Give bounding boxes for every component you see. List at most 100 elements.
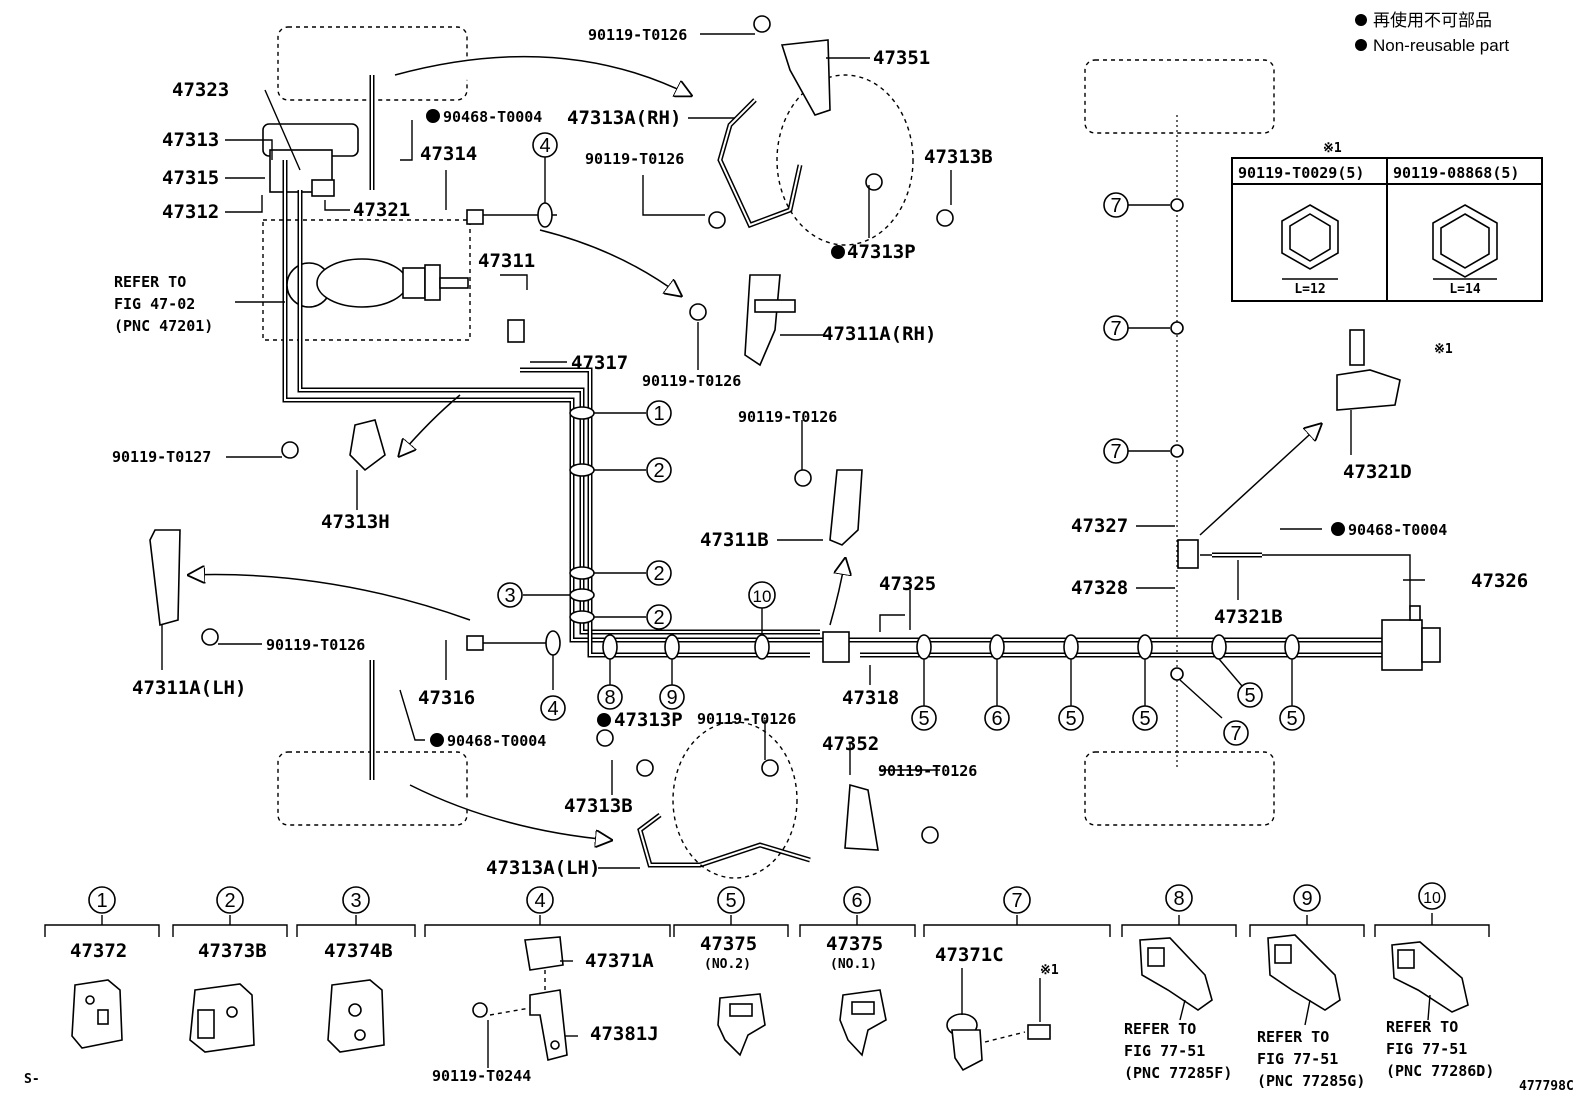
brackets (149, 39, 1401, 851)
clamp-9-ref2: FIG 77-51 (1257, 1050, 1338, 1068)
legend-jp: 再使用不可部品 (1373, 10, 1492, 30)
clamp-10-icon (1391, 941, 1469, 1021)
figure-code: 477798C (1519, 1079, 1574, 1094)
callout-7-b: 7 (1110, 318, 1121, 340)
leaders (161, 33, 1425, 869)
clamp-10-ref1: REFER TO (1386, 1018, 1458, 1036)
label-47325: 47325 (879, 573, 936, 595)
label-47313P-low: 47313P (614, 709, 683, 731)
label-47351: 47351 (873, 47, 930, 69)
clamp-8-ref3: (PNC 77285F) (1124, 1064, 1232, 1082)
clamp-7-sub: ※1 (1040, 963, 1059, 978)
clamp-7-part: 47371C (935, 944, 1004, 966)
clamp-4-icon (472, 936, 578, 1068)
line-clips (537, 202, 1300, 660)
label-90119-T0127: 90119-T0127 (112, 448, 211, 466)
label-47311: 47311 (478, 250, 535, 272)
clamp-8-icon (1139, 937, 1213, 1021)
label-47314: 47314 (420, 143, 477, 165)
clamp-8-num: 8 (1173, 888, 1184, 910)
label-47311A-LH: 47311A(LH) (132, 677, 246, 699)
non-reusable-marks (426, 109, 1345, 747)
label-refer-main-3: (PNC 47201) (114, 317, 213, 335)
label-47311B: 47311B (700, 529, 769, 551)
label-47321: 47321 (353, 199, 410, 221)
label-47328: 47328 (1071, 577, 1128, 599)
clamp-10-ref2: FIG 77-51 (1386, 1040, 1467, 1058)
label-90119-311b: 90119-T0126 (738, 408, 837, 426)
clamp-1-icon (71, 979, 123, 1049)
callout-8: 8 (604, 687, 615, 709)
clamp-5-part: 47375 (700, 933, 757, 955)
master-cylinder (262, 123, 471, 341)
clamp-5-sub: (NO.2) (704, 957, 751, 972)
label-47313H: 47313H (321, 511, 390, 533)
clamp-row: 1 2 3 4 5 6 7 8 9 10 47372 47373B 47374B… (44, 882, 1494, 1090)
clamp-9-icon (1267, 934, 1341, 1026)
label-47313A-RH: 47313A(RH) (567, 107, 681, 129)
bolt-table-col2-dim: L=14 (1449, 282, 1480, 297)
callout-4-a: 4 (539, 135, 550, 157)
label-47318: 47318 (842, 687, 899, 709)
junction-block (822, 605, 1441, 671)
label-47311A-RH: 47311A(RH) (822, 323, 936, 345)
clamp-10-num: 10 (1423, 890, 1441, 907)
clamp-4-bolt-icon (472, 1002, 488, 1018)
clamp-6-sub: (NO.1) (830, 957, 877, 972)
label-47313P-top: 47313P (847, 241, 916, 263)
clamp-6-part: 47375 (826, 933, 883, 955)
callout-3: 3 (504, 585, 515, 607)
clamp-4-bolt: 90119-T0244 (432, 1067, 531, 1085)
clamp-7-num: 7 (1011, 890, 1022, 912)
clamp-5-num: 5 (725, 890, 736, 912)
callout-2-a: 2 (653, 460, 664, 482)
ref-mark-bolt: ※1 (1434, 342, 1453, 357)
clamp-5-icon (717, 993, 766, 1057)
label-47313B-top: 47313B (924, 146, 993, 168)
brake-lines (282, 160, 1411, 658)
callout-2-c: 2 (653, 607, 664, 629)
flow-arrows (190, 55, 1320, 840)
wheel-outline-rh (776, 74, 914, 246)
clamp-3-icon (327, 979, 385, 1053)
label-47327: 47327 (1071, 515, 1128, 537)
body-panel-bottom-left (277, 751, 468, 826)
clamp-4-num: 4 (534, 890, 545, 912)
clamp-9-ref3: (PNC 77285G) (1257, 1072, 1365, 1090)
part-labels: 47323 47313 47315 47312 47321 47314 9046… (24, 26, 1574, 1094)
label-refer-main-2: FIG 47-02 (114, 295, 195, 313)
diagram-callouts: 4 1 2 2 3 2 4 8 9 10 5 6 5 5 5 5 7 7 7 7 (497, 132, 1305, 746)
clamp-1-num: 1 (96, 890, 107, 912)
callout-4-b: 4 (547, 698, 558, 720)
clamp-8-ref2: FIG 77-51 (1124, 1042, 1205, 1060)
label-47323: 47323 (172, 79, 229, 101)
label-90119-lh: 90119-T0126 (266, 636, 365, 654)
body-panel-bottom-right (1084, 751, 1275, 826)
clamp-10-ref3: (PNC 77286D) (1386, 1062, 1494, 1080)
callout-10: 10 (753, 587, 772, 606)
clamp-8-ref1: REFER TO (1124, 1020, 1196, 1038)
label-47321B: 47321B (1214, 606, 1283, 628)
clamp-2-num: 2 (224, 890, 235, 912)
label-90468-right: 90468-T0004 (1348, 521, 1447, 539)
label-90119-311a: 90119-T0126 (642, 372, 741, 390)
callout-6: 6 (991, 708, 1002, 730)
clamp-4-sub: 47381J (590, 1023, 659, 1045)
bolt-table: ※1 90119-T0029(5) 90119-08868(5) L=12 L=… (1231, 141, 1543, 302)
legend: 再使用不可部品 Non-reusable part (1355, 10, 1509, 55)
callout-5-e: 5 (1286, 708, 1297, 730)
callout-9: 9 (666, 687, 677, 709)
clamp-2-part: 47373B (198, 940, 267, 962)
callout-7-a: 7 (1110, 195, 1121, 217)
label-47313B-low: 47313B (564, 795, 633, 817)
wheel-outline-lh (672, 721, 798, 879)
callout-5-b: 5 (1065, 708, 1076, 730)
label-47352: 47352 (822, 733, 879, 755)
sheet-prefix: S- (24, 1072, 40, 1087)
callout-5-a: 5 (918, 708, 929, 730)
label-47313A-LH: 47313A(LH) (486, 857, 600, 879)
clamp-9-ref1: REFER TO (1257, 1028, 1329, 1046)
bolt-table-ref: ※1 (1323, 141, 1342, 156)
clamp-9-num: 9 (1301, 888, 1312, 910)
